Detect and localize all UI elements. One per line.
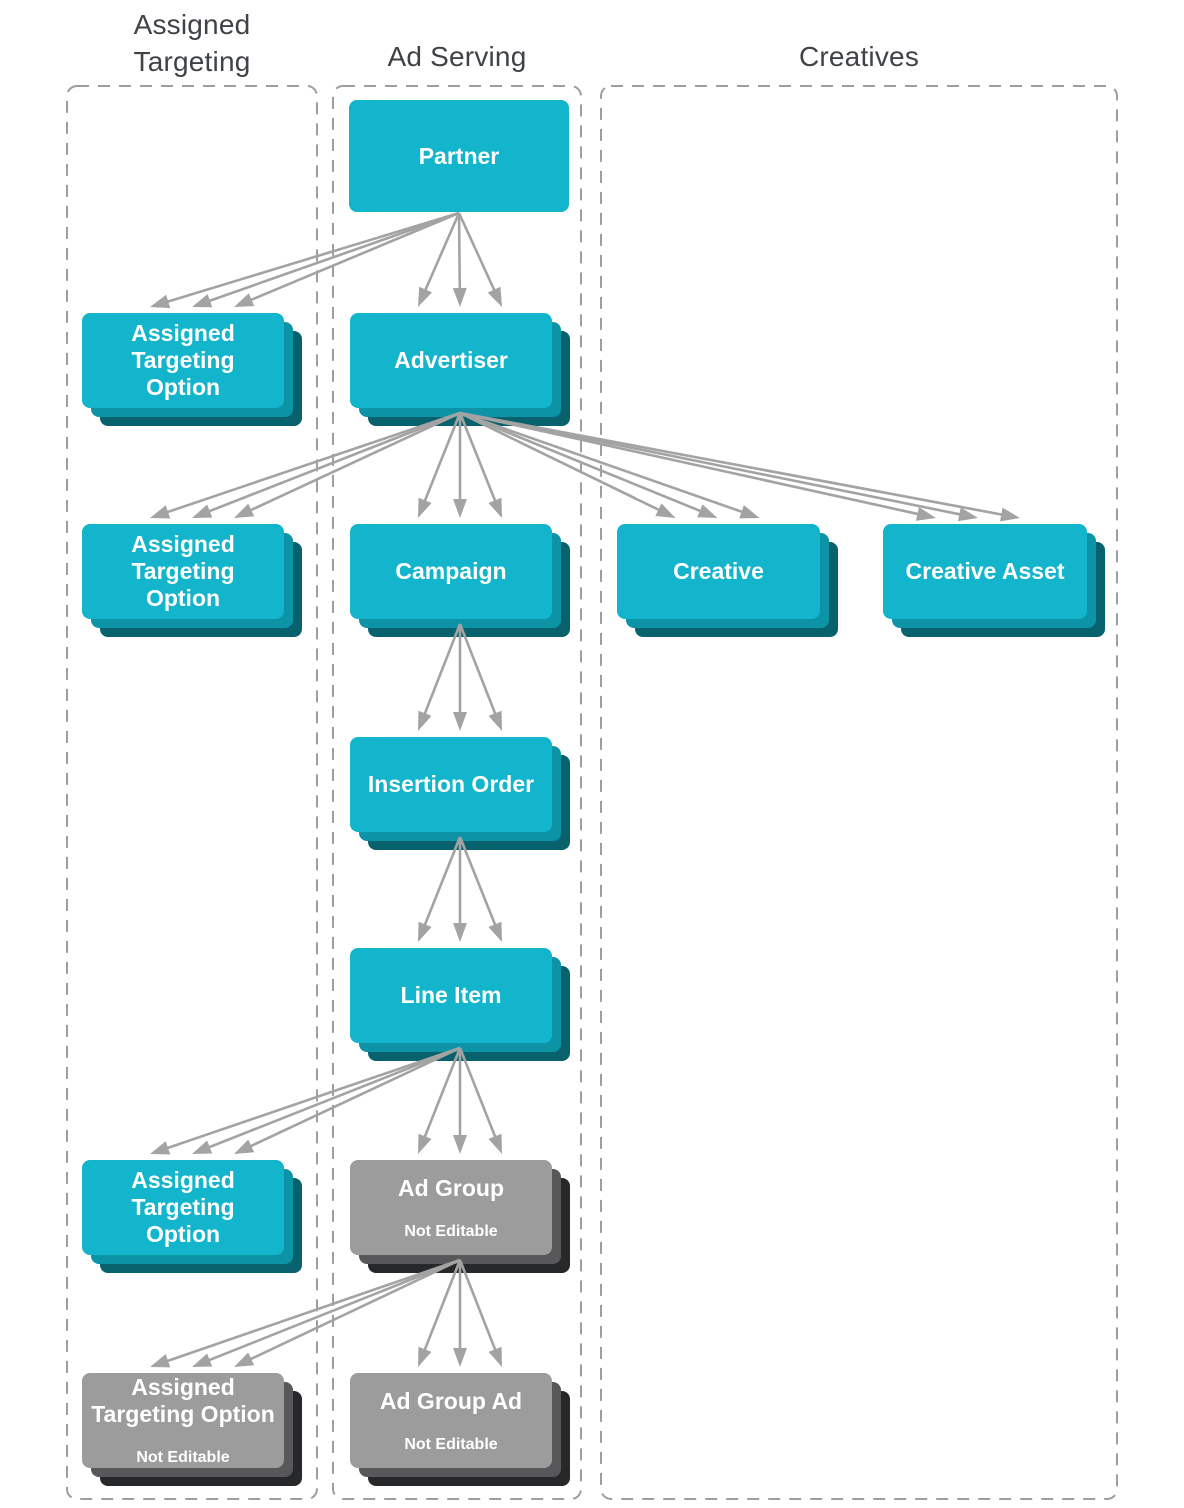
node-campaign: Campaign — [350, 524, 552, 619]
node-sublabel: Not Editable — [404, 1222, 498, 1240]
node-partner: Partner — [349, 100, 569, 212]
node-label: Campaign — [395, 558, 507, 584]
node-assigned-targeting-option-1: Assigned Targeting Option — [82, 313, 284, 408]
node-creative: Creative — [617, 524, 820, 619]
column-header-assigned-targeting: Assigned Targeting — [133, 9, 251, 77]
node-assigned-targeting-option-2: Assigned Targeting Option — [82, 524, 284, 619]
node-insertion-order: Insertion Order — [350, 737, 552, 832]
node-label: Ad Group Ad — [379, 1387, 523, 1414]
node-sublabel: Not Editable — [404, 1435, 498, 1453]
node-sublabel: Not Editable — [136, 1449, 230, 1466]
node-ad-group-ad: Ad Group Ad Not Editable — [350, 1373, 552, 1468]
column-header-ad-serving: Ad Serving — [387, 41, 527, 72]
column-border-assigned-targeting — [66, 85, 318, 1500]
node-advertiser: Advertiser — [350, 313, 552, 408]
node-label: Advertiser — [394, 347, 508, 373]
node-label: Assigned Targeting Option — [131, 320, 235, 400]
node-line-item: Line Item — [350, 948, 552, 1043]
node-label: Insertion Order — [367, 771, 535, 797]
node-label: Assigned Targeting Option — [91, 1374, 275, 1427]
node-creative-asset: Creative Asset — [883, 524, 1087, 619]
node-label: Line Item — [400, 982, 502, 1008]
node-label: Creative — [673, 558, 764, 584]
node-label: Ad Group — [397, 1174, 505, 1201]
node-label: Creative Asset — [905, 558, 1065, 584]
node-label: Assigned Targeting Option — [131, 1167, 235, 1247]
column-header-creatives: Creatives — [798, 41, 920, 72]
node-label: Assigned Targeting Option — [131, 531, 235, 611]
column-border-ad-serving — [332, 85, 582, 1500]
node-label: Partner — [418, 142, 500, 169]
node-assigned-targeting-option-3: Assigned Targeting Option — [82, 1160, 284, 1255]
column-border-creatives — [600, 85, 1118, 1500]
